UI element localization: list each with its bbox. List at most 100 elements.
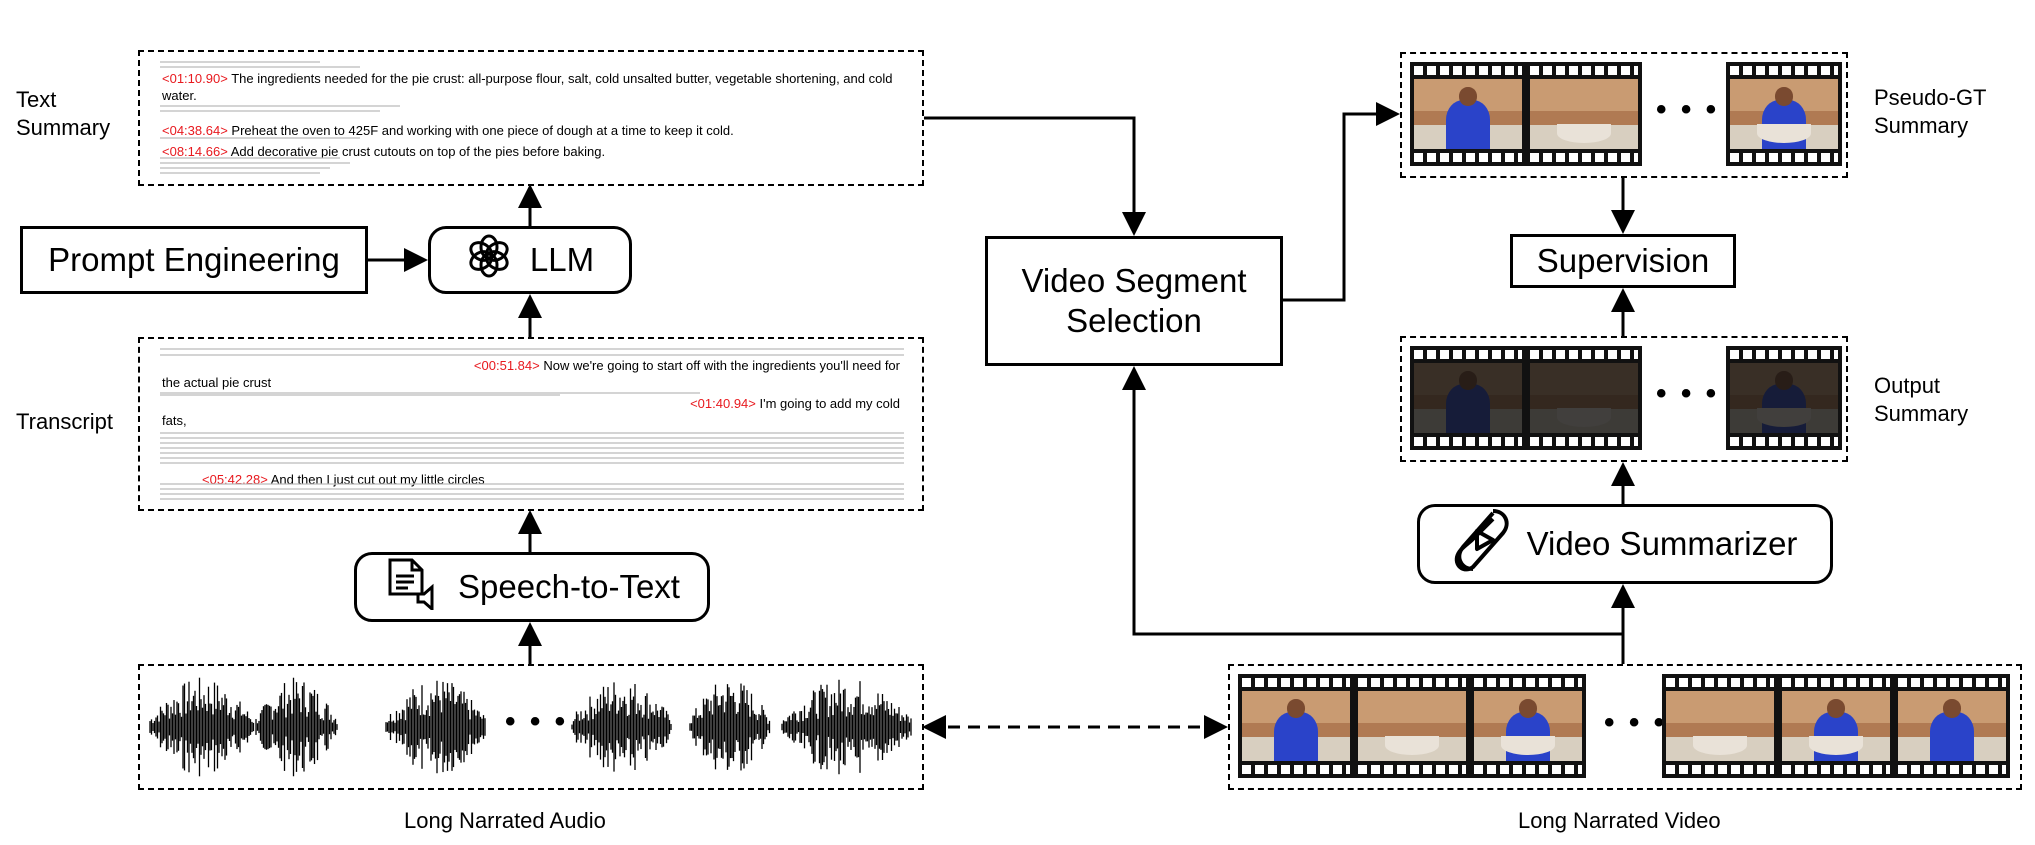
- video-frame: [1666, 691, 1774, 761]
- prompt-engineering-label: Prompt Engineering: [48, 241, 340, 278]
- film-perforation: [1474, 765, 1582, 774]
- transcript-ts-2: <01:40.94>: [690, 396, 756, 411]
- output-frame: [1410, 346, 1526, 450]
- long-video-frame: [1354, 674, 1470, 778]
- llm-box: LLM: [428, 226, 632, 294]
- text-summary-content: <01:10.90> The ingredients needed for th…: [162, 58, 900, 160]
- video-segment-label-2: Selection: [1066, 302, 1202, 339]
- summary-line-3: <08:14.66> Add decorative pie crust cuto…: [162, 143, 900, 160]
- output-summary-label: Output Summary: [1874, 373, 1969, 426]
- film-perforation: [1414, 153, 1522, 162]
- film-perforation: [1730, 437, 1838, 446]
- audio-ellipsis: • • •: [505, 705, 569, 738]
- film-perforation: [1530, 66, 1638, 75]
- transcript-ts-3: <05:42.28>: [202, 472, 268, 487]
- long-video-frame: [1238, 674, 1354, 778]
- film-perforation: [1666, 678, 1774, 687]
- text-summary-label: Text Summary: [16, 87, 111, 140]
- film-perforation: [1898, 765, 2006, 774]
- film-perforation: [1530, 350, 1638, 359]
- video-frame: [1242, 691, 1350, 761]
- long-video-caption: Long Narrated Video: [1518, 808, 1721, 833]
- video-frame: [1730, 79, 1838, 149]
- waveform-segment: [571, 682, 672, 772]
- openai-logo-icon: [466, 233, 512, 287]
- pseudo-gt-frame: [1410, 62, 1526, 166]
- prompt-engineering-box: Prompt Engineering: [20, 226, 368, 294]
- transcript-content: <00:51.84> Now we're going to start off …: [162, 343, 900, 505]
- film-perforation: [1358, 678, 1466, 687]
- film-perforation: [1898, 678, 2006, 687]
- text-summary-box: [138, 50, 924, 186]
- summary-ts-1: <01:10.90>: [162, 71, 228, 86]
- transcript-line-1b: the actual pie crust: [162, 374, 900, 391]
- film-perforation: [1242, 678, 1350, 687]
- film-perforation: [1242, 765, 1350, 774]
- pseudo-gt-frame: [1526, 62, 1642, 166]
- speech-to-text-box: Speech-to-Text: [354, 552, 710, 622]
- long-audio-caption: Long Narrated Audio: [404, 808, 606, 833]
- transcript-line-2b: fats,: [162, 412, 900, 429]
- film-perforation: [1666, 765, 1774, 774]
- film-perforation: [1730, 350, 1838, 359]
- waveform-segment: [255, 677, 338, 777]
- supervision-label: Supervision: [1536, 242, 1710, 279]
- video-frame: [1898, 691, 2006, 761]
- film-perforation: [1474, 678, 1582, 687]
- summary-text-3: Add decorative pie crust cutouts on top …: [230, 144, 606, 159]
- summarizer-play-icon: [1453, 507, 1513, 581]
- transcript-text-2: I'm going to add my cold: [759, 396, 901, 411]
- video-segment-label-1: Video Segment: [1021, 262, 1247, 299]
- video-frame: [1358, 691, 1466, 761]
- summary-filler-lines: [160, 61, 400, 174]
- pseudo-gt-label: Pseudo-GT Summary: [1874, 85, 1987, 138]
- summary-ts-2: <04:38.64>: [162, 123, 228, 138]
- video-frame: [1414, 363, 1522, 433]
- transcript-text-3: And then I just cut out my little circle…: [270, 472, 485, 487]
- summary-line-2: <04:38.64> Preheat the oven to 425F and …: [162, 122, 900, 139]
- transcript-line-2: <01:40.94> I'm going to add my cold: [162, 395, 900, 412]
- video-frame: [1530, 79, 1638, 149]
- video-segment-selection-box: Video Segment Selection: [985, 236, 1283, 366]
- transcribe-icon: [384, 556, 440, 618]
- transcript-line-1: <00:51.84> Now we're going to start off …: [162, 357, 900, 374]
- transcript-text-1: Now we're going to start off with the in…: [543, 358, 900, 373]
- film-perforation: [1358, 765, 1466, 774]
- film-perforation: [1414, 350, 1522, 359]
- long-video-frame: [1470, 674, 1586, 778]
- transcript-filler-lines: [160, 348, 904, 500]
- waveform-segment: [149, 677, 255, 777]
- film-perforation: [1530, 153, 1638, 162]
- long-video-frame: [1778, 674, 1894, 778]
- film-perforation: [1414, 66, 1522, 75]
- video-frame: [1414, 79, 1522, 149]
- waveform-segment: [385, 680, 486, 774]
- video-frame: [1530, 363, 1638, 433]
- film-perforation: [1782, 765, 1890, 774]
- supervision-box: Supervision: [1510, 234, 1736, 288]
- video-frame: [1730, 363, 1838, 433]
- output-summary-ellipsis: • • •: [1656, 377, 1720, 410]
- llm-label: LLM: [529, 241, 595, 278]
- summary-text-1: The ingredients needed for the pie crust…: [162, 71, 893, 103]
- video-frame: [1782, 691, 1890, 761]
- transcript-box: [138, 337, 924, 511]
- waveform-segment: [689, 683, 771, 771]
- summary-line-1: <01:10.90> The ingredients needed for th…: [162, 70, 900, 104]
- film-perforation: [1730, 153, 1838, 162]
- video-summarizer-box: Video Summarizer: [1417, 504, 1833, 584]
- film-perforation: [1782, 678, 1890, 687]
- film-perforation: [1530, 437, 1638, 446]
- transcript-text-1b: the actual pie crust: [162, 375, 272, 390]
- waveform-segment: [781, 679, 912, 775]
- film-perforation: [1730, 66, 1838, 75]
- film-perforation: [1414, 437, 1522, 446]
- summary-text-2: Preheat the oven to 425F and working wit…: [231, 123, 734, 138]
- long-video-frame: [1894, 674, 2010, 778]
- transcript-label: Transcript: [16, 409, 113, 434]
- long-video-ellipsis: • • •: [1604, 706, 1668, 739]
- output-frame: [1726, 346, 1842, 450]
- speech-to-text-label: Speech-to-Text: [458, 568, 680, 605]
- audio-waveforms: [149, 677, 912, 777]
